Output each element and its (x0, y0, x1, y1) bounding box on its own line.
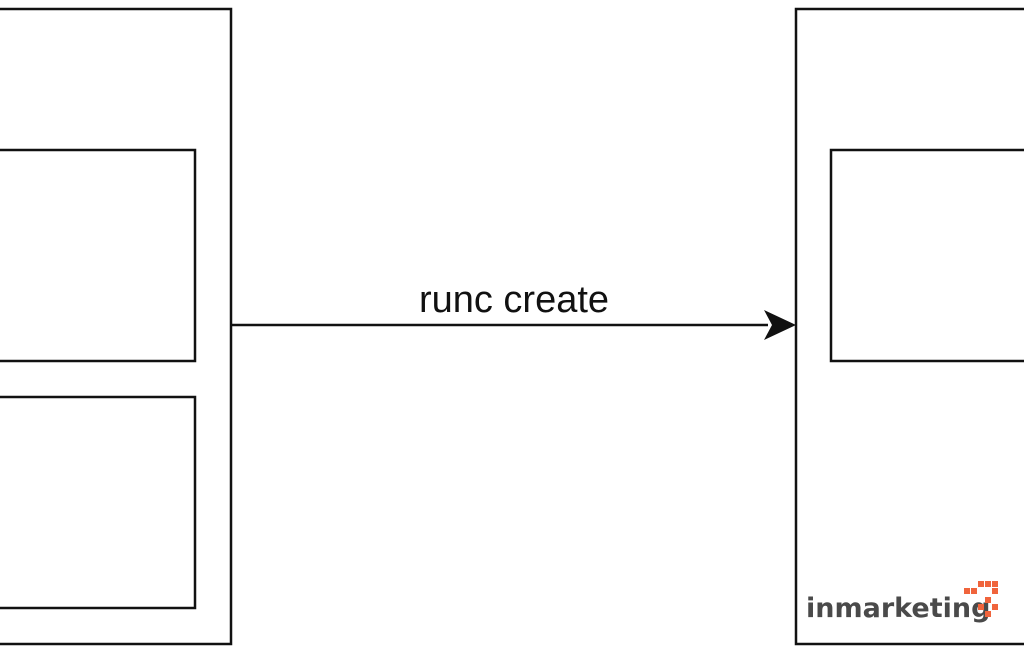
edge-label: runc create (419, 279, 609, 321)
watermark-pixel-icon (964, 581, 998, 617)
left-inner-box-bottom (0, 395, 197, 610)
left-container-box (0, 7, 233, 646)
right-inner-box (829, 148, 1024, 363)
right-container-box (794, 7, 1024, 646)
left-inner-box-top (0, 148, 197, 363)
arrowhead-icon (764, 310, 796, 340)
watermark-logo: inmarketing (806, 581, 998, 624)
watermark-text: inmarketing (806, 593, 990, 624)
